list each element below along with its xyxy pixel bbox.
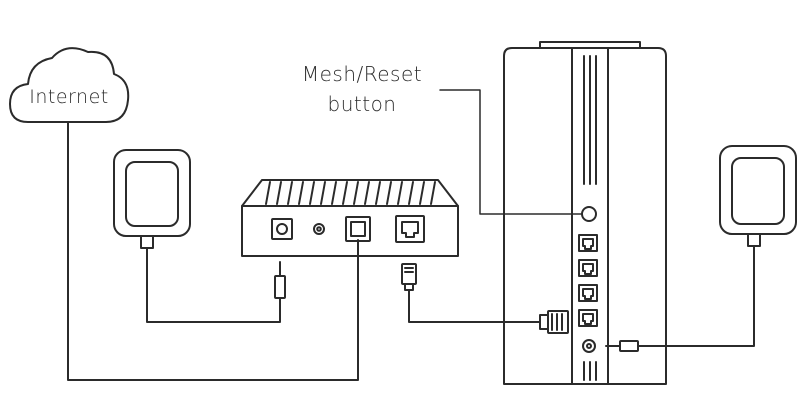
power-adapter-right bbox=[638, 146, 796, 346]
router bbox=[504, 42, 666, 384]
modem bbox=[242, 180, 458, 256]
router-power-port bbox=[583, 340, 595, 352]
modem-coax-port bbox=[346, 217, 370, 241]
modem-ethernet-port bbox=[396, 216, 424, 242]
ethernet-plug-icon bbox=[402, 264, 416, 290]
modem-button bbox=[314, 224, 324, 234]
mesh-reset-label: Mesh/Reset bbox=[262, 62, 462, 86]
ethernet-plug-icon bbox=[540, 311, 568, 333]
mesh-reset-label-line2: button bbox=[262, 92, 462, 116]
mesh-reset-button bbox=[582, 207, 596, 221]
dc-plug-icon bbox=[606, 341, 638, 351]
internet-cable bbox=[68, 122, 358, 380]
internet-label: Internet bbox=[0, 86, 138, 108]
power-adapter-left bbox=[114, 150, 280, 322]
ethernet-cable bbox=[409, 290, 540, 322]
router-ethernet-ports bbox=[579, 235, 597, 326]
dc-plug-icon bbox=[275, 262, 285, 298]
modem-power-port bbox=[272, 219, 292, 239]
